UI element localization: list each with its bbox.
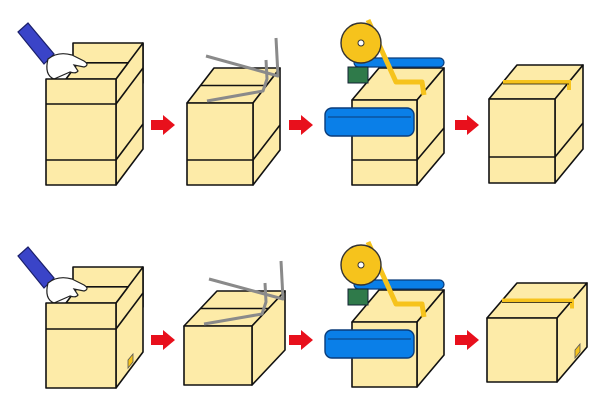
step-tape bbox=[324, 18, 445, 186]
sealing-tape bbox=[502, 298, 574, 309]
tape-roll-hub bbox=[357, 39, 365, 47]
box-band-line bbox=[115, 67, 144, 105]
folding-flap bbox=[205, 37, 280, 78]
sleeve-icon bbox=[17, 22, 55, 65]
box-front bbox=[488, 98, 556, 184]
box-front bbox=[45, 78, 117, 186]
box-front bbox=[183, 325, 253, 386]
box-front bbox=[186, 102, 254, 186]
red-arrow-icon bbox=[151, 115, 175, 135]
box-band-line bbox=[416, 127, 445, 161]
tape-strip bbox=[365, 240, 427, 318]
tape-tab bbox=[574, 342, 581, 360]
front-drive-belt bbox=[324, 329, 415, 359]
folding-flap bbox=[208, 260, 285, 301]
step-fill bbox=[17, 246, 144, 389]
step-tape bbox=[324, 240, 445, 388]
red-arrow-icon bbox=[289, 115, 313, 135]
red-arrow-icon bbox=[455, 330, 479, 350]
red-arrow-icon bbox=[455, 115, 479, 135]
step-fold-flaps bbox=[186, 37, 281, 186]
tape-roll-hub bbox=[357, 261, 365, 269]
box-band-line bbox=[554, 122, 584, 158]
sleeve-icon bbox=[17, 246, 55, 289]
red-arrow-icon bbox=[151, 330, 175, 350]
red-arrow-icon bbox=[289, 330, 313, 350]
step-fold-flaps bbox=[183, 260, 286, 386]
box-band-line bbox=[252, 124, 281, 161]
step-sealed bbox=[486, 282, 588, 383]
box-front bbox=[486, 317, 558, 383]
box-band-line bbox=[115, 123, 144, 161]
folding-flap bbox=[206, 59, 269, 103]
front-drive-belt bbox=[324, 107, 415, 137]
step-fill bbox=[17, 22, 144, 186]
gloved-hand-icon bbox=[46, 53, 88, 80]
back-drive-belt bbox=[353, 57, 445, 68]
box-band-line bbox=[115, 292, 144, 330]
tape-tab bbox=[127, 352, 134, 370]
row-flat-box-sequence bbox=[17, 240, 588, 389]
back-drive-belt bbox=[353, 279, 445, 290]
brush-roller bbox=[347, 66, 369, 84]
gloved-hand-icon bbox=[46, 277, 88, 304]
brush-roller bbox=[347, 288, 369, 306]
row-tall-box-sequence bbox=[17, 18, 584, 186]
folding-flap bbox=[203, 282, 268, 326]
tape-strip bbox=[365, 18, 427, 96]
box-front bbox=[45, 302, 117, 389]
step-sealed bbox=[488, 64, 584, 184]
sealing-tape bbox=[503, 80, 571, 90]
